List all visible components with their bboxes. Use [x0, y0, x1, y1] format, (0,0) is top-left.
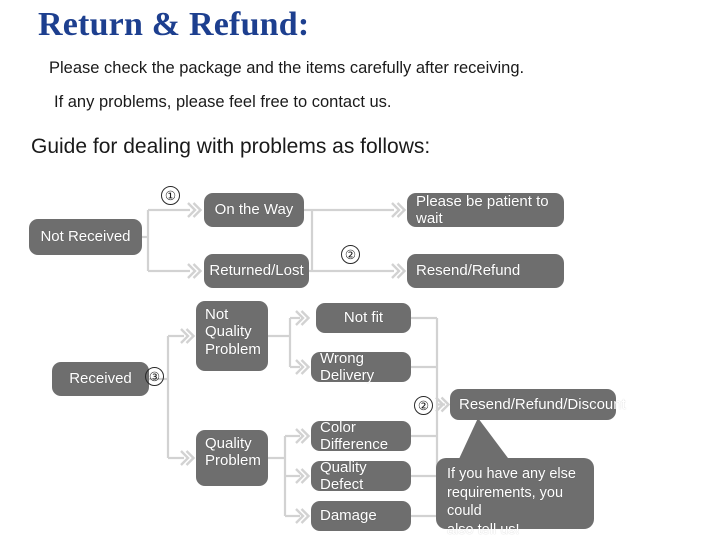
flow-node-not-fit: Not fit — [316, 303, 411, 333]
instruction-line-1: Please check the package and the items c… — [49, 59, 525, 77]
flow-node-be-patient: Please be patient to wait — [407, 193, 564, 227]
arrow-to-wrong-delivery — [295, 359, 311, 375]
arrow-to-be-patient — [391, 202, 407, 218]
callout-line: If you have any else — [447, 466, 576, 482]
flow-node-resend-refund: Resend/Refund — [407, 254, 564, 288]
arrow-to-quality — [180, 450, 196, 466]
guide-heading: Guide for dealing with problems as follo… — [31, 135, 431, 158]
marker-3: ③ — [145, 367, 164, 386]
arrow-to-not-fit — [295, 310, 311, 326]
arrow-to-resend-refund — [391, 263, 407, 279]
arrow-to-color-diff — [295, 428, 311, 444]
flow-node-damage: Damage — [311, 501, 411, 531]
marker-2-bottom: ② — [414, 396, 433, 415]
arrow-to-damage — [295, 508, 311, 524]
arrow-to-resend-discount — [435, 396, 451, 413]
arrow-to-not-quality — [180, 328, 196, 344]
instruction-line-2: If any problems, please feel free to con… — [54, 93, 392, 111]
flow-node-returned-lost: Returned/Lost — [204, 254, 309, 288]
flow-node-resend-disc: Resend/Refund/Discount — [450, 389, 626, 420]
flow-node-not-received: Not Received — [29, 219, 142, 255]
marker-1: ① — [161, 186, 180, 205]
marker-2-top: ② — [341, 245, 360, 264]
flow-node-on-the-way: On the Way — [204, 193, 304, 227]
callout-line: requirements, you could — [447, 484, 564, 520]
flow-node-quality-defect: Quality Defect — [311, 459, 411, 493]
arrow-to-on-the-way — [187, 202, 203, 218]
flow-node-color-diff: Color Difference — [311, 419, 411, 453]
callout-note: If you have any else requirements, you co… — [436, 458, 594, 538]
arrow-to-returned-lost — [187, 263, 203, 279]
arrow-to-quality-defect — [295, 468, 311, 484]
callout-line: also tell us! — [447, 521, 520, 538]
flow-node-wrong-delivery: Wrong Delivery — [311, 350, 411, 384]
flow-node-received: Received — [52, 362, 149, 396]
page-title: Return & Refund: — [38, 6, 310, 43]
